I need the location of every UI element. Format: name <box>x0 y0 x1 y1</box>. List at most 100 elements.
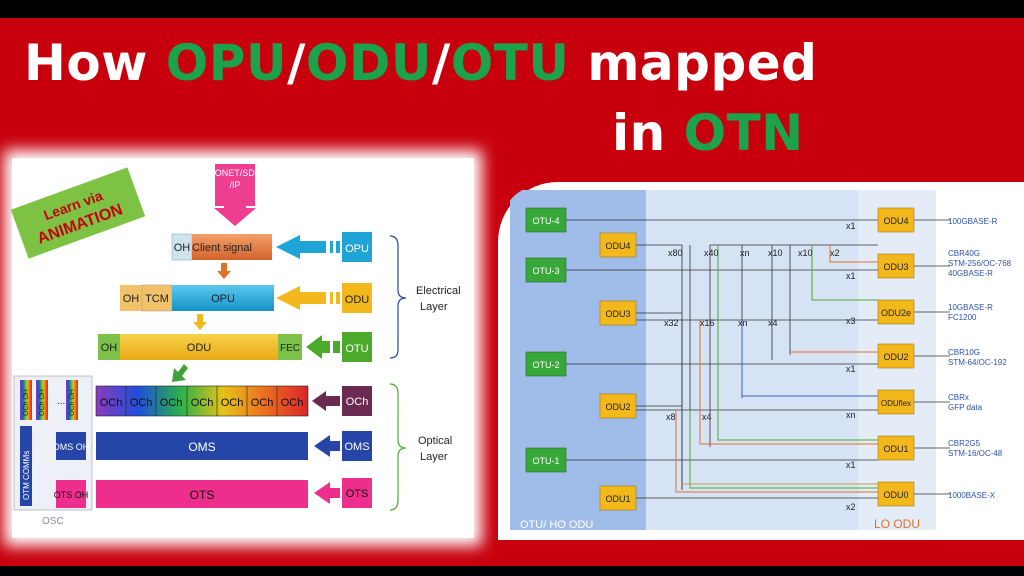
title-opu: OPU <box>165 34 288 92</box>
odu-frame-row: OH TCM OPU ODU <box>120 283 372 313</box>
client-label: 100GBASE-R <box>948 217 998 226</box>
ots-row: OTS OTS <box>96 478 372 508</box>
footer-ho-odu: OTU/ HO ODU <box>520 519 593 531</box>
mux-label: x1 <box>846 271 856 281</box>
lo-odu-label: ODU4 <box>883 216 908 226</box>
title-mapped: mapped <box>569 34 818 92</box>
mux-label: x32 <box>664 318 679 328</box>
och-cell: OCh <box>221 397 244 409</box>
down-arrow-1 <box>217 263 231 279</box>
title-sep-2: / <box>431 34 451 92</box>
otu-fec: FEC <box>280 343 300 354</box>
mux-label: x4 <box>702 412 712 422</box>
title-odu: ODU <box>305 34 432 92</box>
down-arrow-2 <box>193 314 207 330</box>
mux-label: x4 <box>768 318 778 328</box>
odu-tcm: TCM <box>145 293 169 305</box>
mux-label: x16 <box>700 318 715 328</box>
otm-dots: ... <box>57 396 65 407</box>
och-cells: OCh OCh OCh OCh OCh OCh OCh <box>100 397 304 409</box>
ho-odu-boxes: ODU4 ODU3 ODU2 ODU1 <box>599 232 637 511</box>
och-cell: OCh <box>281 397 304 409</box>
mux-label: xn <box>740 248 750 258</box>
client-label: STM-16/OC-48 <box>948 449 1003 458</box>
mux-label: x2 <box>830 248 840 258</box>
och-cell: OCh <box>130 397 153 409</box>
title-line-1: How OPU/ODU/OTU mapped <box>24 38 817 88</box>
mux-label: x80 <box>668 248 683 258</box>
footer-lo-odu: LO ODU <box>874 517 920 531</box>
middle-region <box>646 190 858 530</box>
client-label: STM-64/OC-192 <box>948 358 1007 367</box>
mux-label: x3 <box>846 316 856 326</box>
lo-odu-label: ODU2e <box>881 308 911 318</box>
ots-side-label: OTS <box>346 488 369 500</box>
client-label: 1000BASE-X <box>948 491 996 500</box>
down-arrow-3 <box>172 364 188 382</box>
multiplier-labels: x80 x40 xn x10 x10 x2 x32 x16 xn x4 x8 x… <box>664 221 856 512</box>
ots-field: OTS <box>190 488 215 502</box>
otm-comms: OTM COMMs <box>22 451 31 500</box>
odu-oh: OH <box>123 293 140 305</box>
mux-label: x40 <box>704 248 719 258</box>
oms-side-label: OMS <box>344 441 369 453</box>
otu-box-label: OTU-3 <box>533 266 560 276</box>
opu-frame-row: OH Client signal OPU <box>171 232 372 262</box>
mux-label: xn <box>738 318 748 328</box>
mux-label: x1 <box>846 221 856 231</box>
title-in: in <box>612 104 684 162</box>
och-side-label: OCh <box>346 396 369 408</box>
lo-odu-boxes: ODU4 ODU3 ODU2e ODU2 ODUflex ODU1 ODU0 <box>877 207 915 507</box>
client-label: 10GBASE-R <box>948 303 993 312</box>
colored-mapping-lines <box>675 245 878 493</box>
och-cell: OCh <box>100 397 123 409</box>
opu-oh: OH <box>174 242 191 254</box>
och-cell: OCh <box>160 397 183 409</box>
client-signal-label: Client signal <box>192 242 252 254</box>
client-label: CBR40G <box>948 249 980 258</box>
oms-row: OMS OMS <box>96 431 372 461</box>
odu-side-label: ODU <box>345 294 370 306</box>
otu-odu-field: ODU <box>187 342 212 354</box>
mux-label: x8 <box>666 412 676 422</box>
title-otn: OTN <box>683 104 804 162</box>
otm-och-oh: OCh OH <box>39 389 46 416</box>
client-label: CBR10G <box>948 348 980 357</box>
lo-odu-label: ODU3 <box>883 262 908 272</box>
lo-odu-label: ODU1 <box>883 444 908 454</box>
client-label: CBR2G5 <box>948 439 981 448</box>
otm-och-oh: OCh OH <box>23 389 30 416</box>
title-sep-1: / <box>287 34 306 92</box>
client-label: GFP data <box>948 403 983 412</box>
och-row: OCh OCh OCh OCh OCh OCh OCh OCh <box>95 385 372 417</box>
lo-odu-label: ODU0 <box>883 490 908 500</box>
electrical-label-2: Layer <box>420 301 448 313</box>
ho-odu-label: ODU3 <box>605 309 630 319</box>
client-labels: 100GBASE-R CBR40G STM-256/OC-768 40GBASE… <box>948 217 1012 500</box>
otm-overhead-block: OCh OH OCh OH OCh OH ... OTM COMMs OMS O… <box>13 375 93 527</box>
input-label-2: /IP <box>229 180 240 190</box>
lo-odu-label: ODUflex <box>881 399 911 408</box>
client-label: 40GBASE-R <box>948 269 993 278</box>
optical-brace <box>389 383 407 511</box>
otu-oh: OH <box>101 342 118 354</box>
otu-box-label: OTU-2 <box>533 360 560 370</box>
mux-label: x1 <box>846 364 856 374</box>
title-otu: OTU <box>450 34 570 92</box>
osc-label: OSC <box>42 516 64 527</box>
client-label: FC1200 <box>948 313 977 322</box>
client-label: STM-256/OC-768 <box>948 259 1012 268</box>
mux-label: xn <box>846 410 856 420</box>
och-cell: OCh <box>251 397 274 409</box>
electrical-brace <box>389 235 407 359</box>
och-cell: OCh <box>191 397 214 409</box>
oms-field: OMS <box>188 440 215 454</box>
otu-box-label: OTU-4 <box>533 216 560 226</box>
mux-label: x10 <box>798 248 813 258</box>
mux-label: x10 <box>768 248 783 258</box>
mux-label: x2 <box>846 502 856 512</box>
lo-odu-label: ODU2 <box>883 352 908 362</box>
